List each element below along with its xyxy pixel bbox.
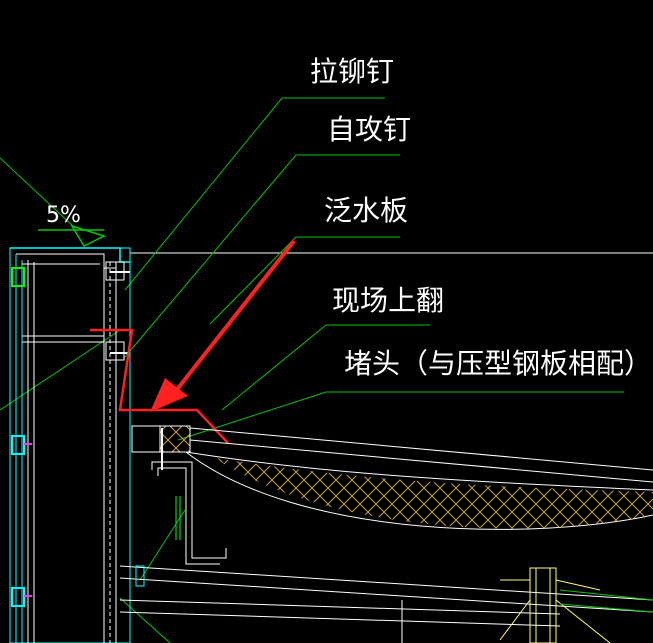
callout-upturn: 现场上翻	[332, 284, 445, 317]
callout-rivet: 拉铆钉	[310, 55, 395, 88]
endcap-block	[159, 425, 191, 453]
leader-upturn	[221, 324, 430, 411]
flashing-arrow	[150, 239, 296, 412]
wall-panel	[9, 247, 131, 643]
purlin	[151, 428, 227, 565]
flashing-board	[90, 328, 229, 444]
wall-fasteners	[11, 267, 32, 607]
slope-label: 5%	[46, 203, 81, 228]
leader-extra	[0, 329, 121, 411]
leader-rivet	[124, 97, 385, 291]
insulation-fill	[215, 458, 653, 529]
slope-indicator	[0, 157, 106, 247]
leader-flashing	[209, 236, 400, 325]
leader-purlin	[139, 509, 186, 581]
roof-panel	[131, 425, 653, 530]
leader-lines	[0, 97, 624, 643]
callout-endcap: 堵头（与压型钢板相配）	[344, 347, 653, 380]
leader-endcap	[177, 391, 624, 441]
lower-structure	[119, 565, 653, 643]
callout-flashing: 泛水板	[324, 194, 409, 227]
leader-screw	[123, 154, 400, 359]
leader-base	[119, 597, 171, 643]
callout-screw: 自攻钉	[327, 113, 412, 146]
